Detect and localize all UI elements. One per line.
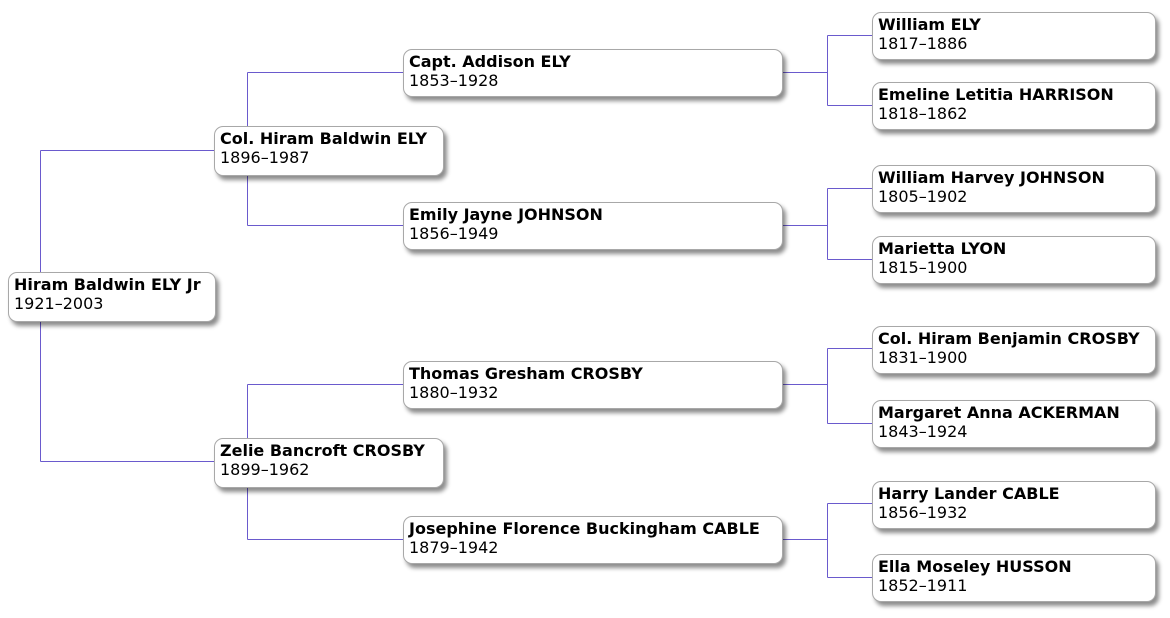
person-dates: 1856–1932	[878, 503, 968, 522]
person-name: Capt. Addison ELY	[409, 52, 571, 71]
person-name: Emeline Letitia HARRISON	[878, 85, 1114, 104]
person-name: Col. Hiram Baldwin ELY	[220, 129, 428, 148]
person-dates: 1818–1862	[878, 104, 968, 123]
person-dates: 1880–1932	[409, 383, 499, 402]
person-card-great-grandparent[interactable]: William Harvey JOHNSON 1805–1902	[872, 165, 1156, 213]
person-card-great-grandparent[interactable]: William ELY 1817–1886	[872, 12, 1156, 60]
person-dates: 1879–1942	[409, 538, 499, 557]
person-card-great-grandparent[interactable]: Margaret Anna ACKERMAN 1843–1924	[872, 400, 1156, 448]
person-name: William ELY	[878, 15, 981, 34]
person-dates: 1817–1886	[878, 34, 968, 53]
person-name: William Harvey JOHNSON	[878, 168, 1105, 187]
person-name: Marietta LYON	[878, 239, 1007, 258]
person-dates: 1896–1987	[220, 148, 310, 167]
person-name: Emily Jayne JOHNSON	[409, 205, 603, 224]
person-dates: 1852–1911	[878, 576, 968, 595]
person-name: Harry Lander CABLE	[878, 484, 1060, 503]
person-card-maternal-grandfather[interactable]: Thomas Gresham CROSBY 1880–1932	[403, 361, 783, 409]
person-dates: 1853–1928	[409, 71, 499, 90]
person-dates: 1899–1962	[220, 460, 310, 479]
person-name: Hiram Baldwin ELY Jr	[14, 275, 201, 294]
person-name: Zelie Bancroft CROSBY	[220, 441, 425, 460]
person-card-mother[interactable]: Zelie Bancroft CROSBY 1899–1962	[214, 438, 444, 488]
person-card-maternal-grandmother[interactable]: Josephine Florence Buckingham CABLE 1879…	[403, 516, 783, 564]
person-card-root[interactable]: Hiram Baldwin ELY Jr 1921–2003	[8, 272, 216, 322]
person-card-paternal-grandfather[interactable]: Capt. Addison ELY 1853–1928	[403, 49, 783, 97]
person-dates: 1805–1902	[878, 187, 968, 206]
person-card-great-grandparent[interactable]: Harry Lander CABLE 1856–1932	[872, 481, 1156, 529]
person-dates: 1815–1900	[878, 258, 968, 277]
person-dates: 1843–1924	[878, 422, 968, 441]
person-name: Thomas Gresham CROSBY	[409, 364, 643, 383]
person-card-great-grandparent[interactable]: Ella Moseley HUSSON 1852–1911	[872, 554, 1156, 602]
person-dates: 1856–1949	[409, 224, 499, 243]
person-name: Ella Moseley HUSSON	[878, 557, 1072, 576]
person-name: Col. Hiram Benjamin CROSBY	[878, 329, 1140, 348]
person-card-paternal-grandmother[interactable]: Emily Jayne JOHNSON 1856–1949	[403, 202, 783, 250]
person-dates: 1921–2003	[14, 294, 104, 313]
person-card-great-grandparent[interactable]: Col. Hiram Benjamin CROSBY 1831–1900	[872, 326, 1156, 374]
person-card-great-grandparent[interactable]: Emeline Letitia HARRISON 1818–1862	[872, 82, 1156, 130]
person-name: Josephine Florence Buckingham CABLE	[409, 519, 760, 538]
person-dates: 1831–1900	[878, 348, 968, 367]
person-card-father[interactable]: Col. Hiram Baldwin ELY 1896–1987	[214, 126, 444, 176]
person-name: Margaret Anna ACKERMAN	[878, 403, 1120, 422]
person-card-great-grandparent[interactable]: Marietta LYON 1815–1900	[872, 236, 1156, 284]
